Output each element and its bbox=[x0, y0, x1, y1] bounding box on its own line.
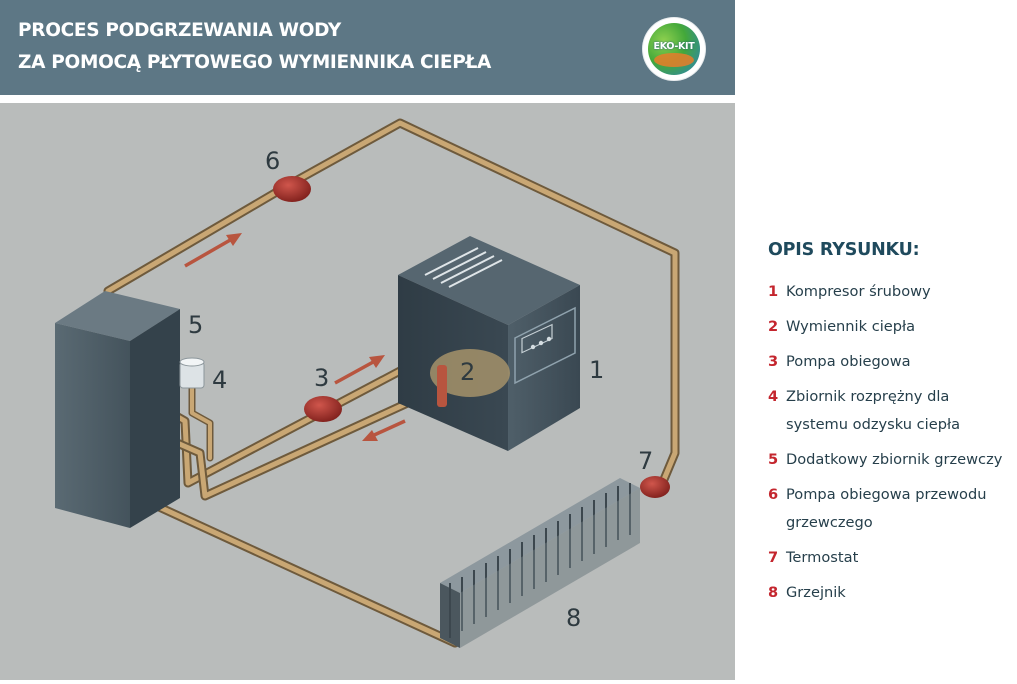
logo-swoosh-icon bbox=[654, 53, 694, 67]
header-banner: PROCES PODGRZEWANIA WODY ZA POMOCĄ PŁYTO… bbox=[0, 0, 735, 95]
logo-text: EKO-KIT bbox=[653, 41, 695, 52]
legend-title: OPIS RYSUNKU: bbox=[768, 240, 920, 260]
legend-panel: OPIS RYSUNKU: 1 Kompresor śrubowy 2 Wymi… bbox=[768, 240, 1013, 614]
radiator bbox=[440, 478, 640, 648]
legend-item-number: 6 bbox=[768, 486, 779, 503]
heating-diagram: 1 2 3 4 5 6 7 8 bbox=[0, 103, 735, 680]
legend-item: 5 Dodatkowy zbiornik grzewczy bbox=[768, 446, 1013, 474]
page-title-line-2: ZA POMOCĄ PŁYTOWEGO WYMIENNIKA CIEPŁA bbox=[18, 52, 492, 73]
legend-item: 8 Grzejnik bbox=[768, 579, 1013, 607]
flow-arrows bbox=[184, 233, 406, 441]
screw-compressor-unit bbox=[398, 236, 580, 451]
label-5: 5 bbox=[188, 311, 203, 339]
legend-item-number: 4 bbox=[768, 388, 779, 405]
thermostat bbox=[640, 476, 670, 498]
legend-item-label: Termostat bbox=[786, 549, 859, 566]
legend-item: 4 Zbiornik rozprężny dla systemu odzysku… bbox=[768, 383, 1013, 439]
legend-item-label: Dodatkowy zbiornik grzewczy bbox=[786, 451, 1003, 468]
legend-item-number: 3 bbox=[768, 353, 779, 370]
legend-item-number: 1 bbox=[768, 283, 779, 300]
legend-item-label: Grzejnik bbox=[786, 584, 846, 601]
legend-item-label: Zbiornik rozprężny dla systemu odzysku c… bbox=[786, 388, 961, 433]
label-6: 6 bbox=[265, 147, 280, 175]
diagram-area: 1 2 3 4 5 6 7 8 bbox=[0, 103, 735, 680]
legend-item-label: Pompa obiegowa bbox=[786, 353, 911, 370]
label-2: 2 bbox=[460, 358, 475, 386]
circulation-pump bbox=[304, 396, 342, 422]
circulation-pump-heating-line bbox=[273, 176, 311, 202]
legend-item-number: 7 bbox=[768, 549, 779, 566]
label-8: 8 bbox=[566, 604, 581, 632]
legend-item-label: Wymiennik ciepła bbox=[786, 318, 916, 335]
label-7: 7 bbox=[638, 447, 653, 475]
label-1: 1 bbox=[589, 356, 604, 384]
legend-item: 6 Pompa obiegowa przewodu grzewczego bbox=[768, 481, 1013, 537]
legend-item-label: Kompresor śrubowy bbox=[786, 283, 931, 300]
legend-item: 1 Kompresor śrubowy bbox=[768, 278, 1013, 306]
page-title-line-1: PROCES PODGRZEWANIA WODY bbox=[18, 20, 341, 41]
legend-item: 3 Pompa obiegowa bbox=[768, 348, 1013, 376]
legend-item-number: 8 bbox=[768, 584, 779, 601]
auxiliary-heating-tank bbox=[55, 291, 180, 528]
logo-globe-icon: EKO-KIT bbox=[648, 23, 700, 75]
label-3: 3 bbox=[314, 364, 329, 392]
legend-item-number: 5 bbox=[768, 451, 779, 468]
legend-item-number: 2 bbox=[768, 318, 779, 335]
label-4: 4 bbox=[212, 366, 227, 394]
legend-item-label: Pompa obiegowa przewodu grzewczego bbox=[786, 486, 987, 531]
eko-kit-logo: EKO-KIT bbox=[643, 18, 705, 80]
expansion-tank bbox=[179, 357, 205, 389]
legend-item: 2 Wymiennik ciepła bbox=[768, 313, 1013, 341]
legend-item: 7 Termostat bbox=[768, 544, 1013, 572]
